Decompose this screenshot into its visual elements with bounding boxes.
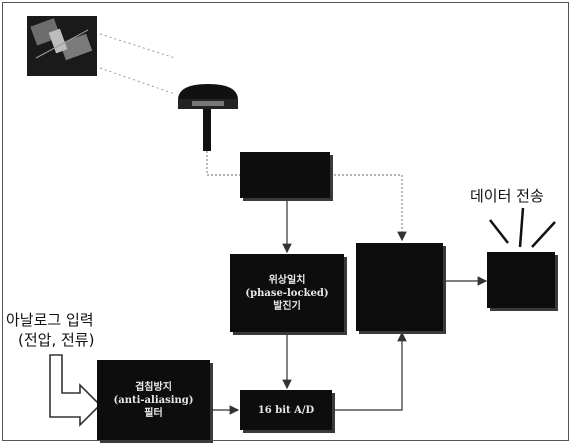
transmitter-block <box>487 252 555 308</box>
satellite-signal-lines <box>99 33 176 95</box>
data-transmission-label: 데이터 전송 <box>470 187 544 205</box>
adc-block: 16 bit A/D <box>240 390 332 430</box>
aa-filter-label-line3: 필터 <box>144 407 163 419</box>
diagram-frame <box>2 2 569 441</box>
anti-aliasing-filter-block: 겹침방지 (anti-aliasing) 필터 <box>97 360 210 440</box>
analog-input-label-line1: 아날로그 입력 <box>6 311 94 329</box>
processor-block <box>356 243 443 331</box>
transmission-signal-lines <box>489 207 556 248</box>
pll-oscillator-block: 위상일치 (phase-locked) 발진기 <box>230 254 344 332</box>
gps-receiver-block <box>240 152 330 198</box>
aa-filter-label-line1: 겹침방지 <box>135 381 172 393</box>
analog-input-arrow <box>49 354 102 427</box>
satellite-icon <box>27 16 97 76</box>
connectors <box>206 151 488 415</box>
analog-input-label-line2: (전압, 전류) <box>18 331 95 349</box>
gps-antenna-icon <box>178 84 238 151</box>
pll-label-line2: (phase-locked) <box>245 287 329 299</box>
aa-filter-label-line2: (anti-aliasing) <box>113 394 194 406</box>
adc-label: 16 bit A/D <box>257 404 315 416</box>
pll-label-line3: 발진기 <box>273 300 301 312</box>
pll-label-line1: 위상일치 <box>268 274 306 286</box>
